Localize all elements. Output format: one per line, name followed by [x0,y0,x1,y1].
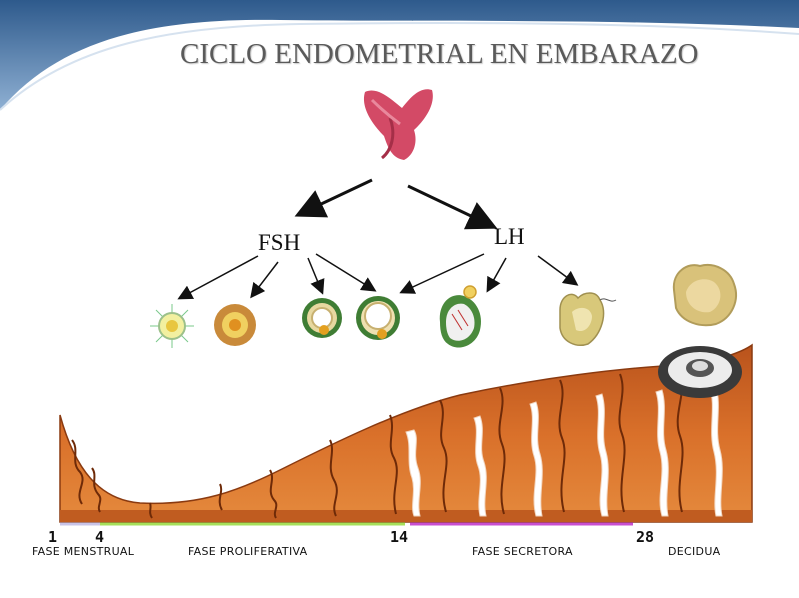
endometrium-profile [59,343,753,523]
follicle-ovulating [439,285,482,348]
day-label-1: 1 [48,528,58,546]
phase-label-secretory: FASE SECRETORA [472,545,573,558]
embryo-icon [658,346,742,398]
page-title: CICLO ENDOMETRIAL EN EMBARAZO [180,38,699,70]
phase-label-decidua: DECIDUA [668,545,721,558]
follicle-arrows [177,253,579,300]
day-label-4: 4 [95,528,105,546]
day-label-28: 28 [636,528,655,546]
follicle-antral [356,296,400,340]
follicle-primordial [150,304,194,348]
lh-label: LH [494,224,525,249]
follicle-secondary [302,298,342,338]
fsh-label: FSH [258,230,301,255]
corpus-luteum-mature-icon [672,264,737,327]
phase-label-menstrual: FASE MENSTRUAL [32,545,135,558]
pituitary-gland-icon [363,89,433,160]
follicle-primary [214,304,256,346]
corpus-luteum-icon [559,292,617,346]
phase-label-proliferative: FASE PROLIFERATIVA [188,545,308,558]
hormone-arrows [294,178,498,230]
day-label-14: 14 [390,528,409,546]
header-swoosh [0,0,799,111]
